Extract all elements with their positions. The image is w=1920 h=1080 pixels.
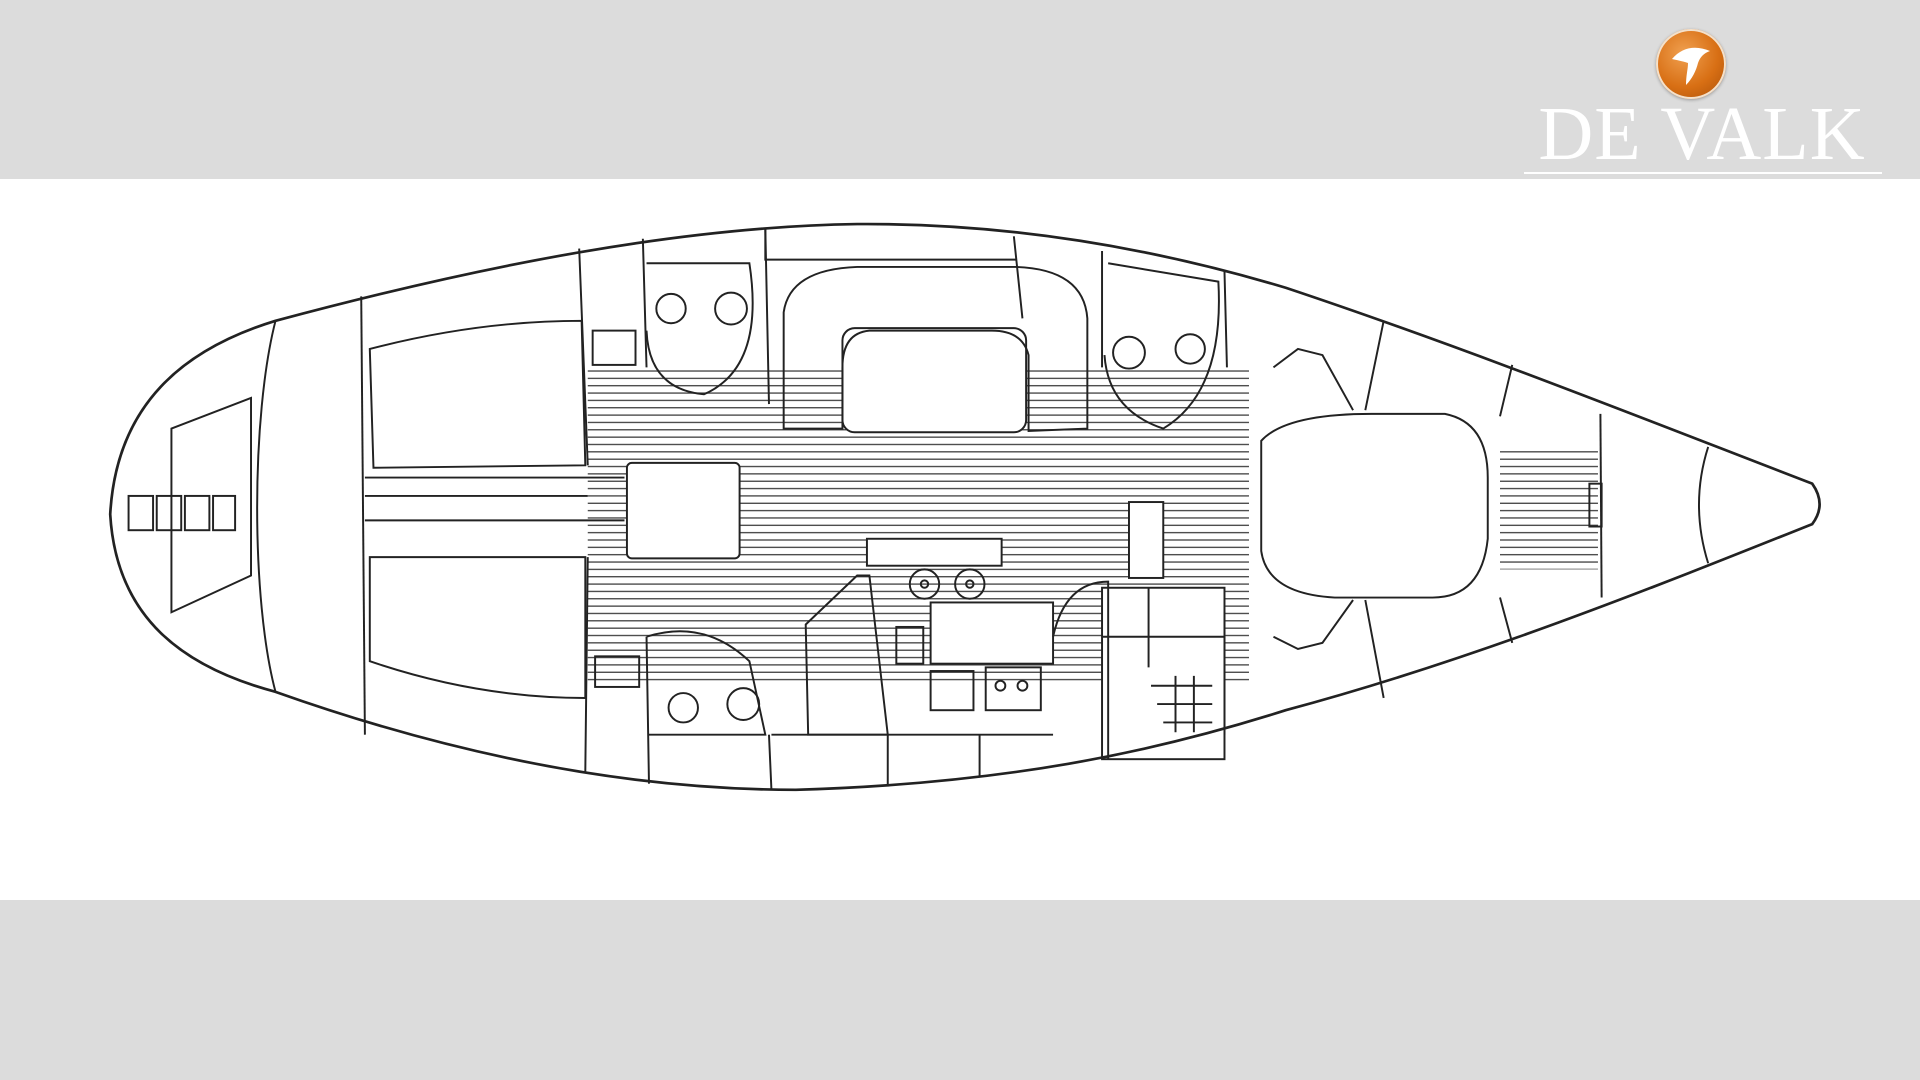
bulkheads: [256, 227, 1710, 790]
heads: [645, 262, 1220, 736]
galley: [771, 568, 1054, 787]
stern-cockpit: [127, 396, 253, 614]
brand-name: DE VALK: [1538, 92, 1866, 176]
interior-fills: [625, 327, 1489, 761]
forward-cabin: [364, 319, 625, 699]
brand-underline: [1524, 172, 1882, 174]
aft-cabin: [1052, 347, 1354, 760]
falcon-icon: [1656, 29, 1726, 99]
brand-logo[interactable]: DE VALK: [1518, 26, 1886, 176]
header-band: [0, 0, 1920, 179]
bow-locker: [1588, 482, 1603, 528]
saloon: [591, 265, 1089, 688]
hull-outline: [108, 222, 1821, 792]
footer-band: [0, 900, 1920, 1080]
